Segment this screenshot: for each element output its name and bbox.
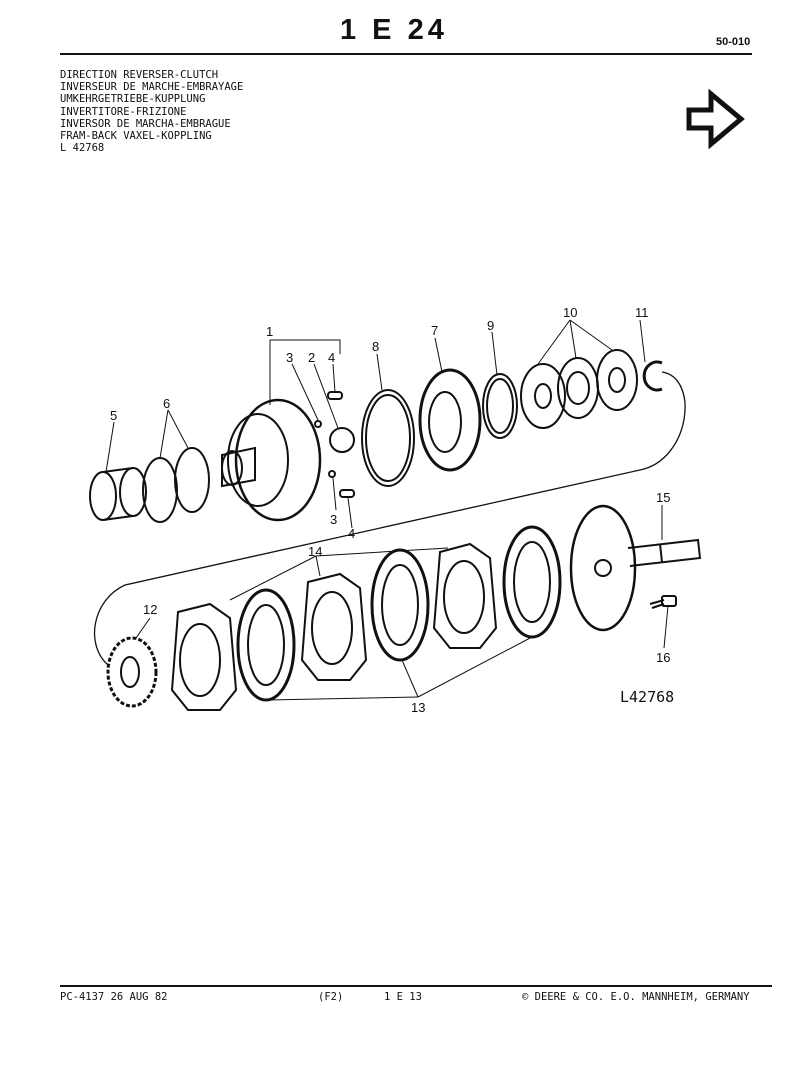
next-page-arrow-icon[interactable] <box>685 88 745 150</box>
callout-9: 9 <box>487 318 494 333</box>
part-washer <box>520 363 566 429</box>
callout-8: 8 <box>372 339 379 354</box>
title-swedish: FRAM-BACK VAXEL-KOPPLING <box>60 130 212 143</box>
title-spanish: INVERSOR DE MARCHA-EMBRAGUE <box>60 117 231 130</box>
callout-5: 5 <box>110 408 117 423</box>
part-washer <box>596 349 638 411</box>
callout-11: 11 <box>635 305 649 320</box>
footer-rule <box>60 985 772 987</box>
callout-15: 15 <box>656 490 670 505</box>
callout-2: 2 <box>308 350 315 365</box>
part-drive-shaft <box>569 504 702 632</box>
footer-code: (F2) <box>318 991 344 1003</box>
reference-code: 50-010 <box>716 36 751 48</box>
part-seal-ring-small <box>482 373 518 439</box>
part-gear <box>106 636 158 708</box>
part-piston-ring <box>361 389 415 487</box>
part-sleeve <box>89 467 147 521</box>
page-number: 1 E 24 <box>340 14 448 46</box>
title-block: DIRECTION REVERSER-CLUTCH INVERSEUR DE M… <box>60 69 243 154</box>
part-separator-plate <box>300 572 368 681</box>
part-snap-ring <box>642 360 663 392</box>
callout-3: 3 <box>286 350 293 365</box>
part-bolt <box>649 595 677 609</box>
assembly-path-line <box>93 371 686 666</box>
callout-12: 12 <box>143 602 157 617</box>
callout-10: 10 <box>563 305 577 320</box>
callout-16: 16 <box>656 650 670 665</box>
callout-1: 1 <box>266 324 273 339</box>
header-rule <box>60 53 752 55</box>
part-friction-disc <box>370 548 430 662</box>
illustration-id: L42768 <box>620 688 674 706</box>
part-ball <box>328 470 336 478</box>
callout-7: 7 <box>431 323 438 338</box>
footer-page-ref: 1 E 13 <box>384 991 422 1003</box>
part-separator-plate <box>432 542 498 649</box>
part-bushing <box>329 427 355 453</box>
part-piston <box>418 368 482 472</box>
part-seal-ring <box>174 447 210 513</box>
part-friction-disc <box>236 588 296 702</box>
title-german: UMKEHRGETRIEBE-KUPPLUNG <box>60 93 206 106</box>
part-ball <box>314 420 322 428</box>
part-clutch-housing <box>221 398 322 522</box>
callout-14: 14 <box>308 544 322 559</box>
callout-13: 13 <box>411 700 425 715</box>
footer-copyright: © DEERE & CO. E.O. MANNHEIM, GERMANY <box>522 991 750 1003</box>
callout-6: 6 <box>163 396 170 411</box>
part-pin <box>327 391 343 400</box>
footer-publication: PC-4137 26 AUG 82 <box>60 991 168 1003</box>
callout-3-lower: 3 <box>330 512 337 527</box>
callout-4-lower: 4 <box>348 526 355 541</box>
title-italian: INVERTITORE-FRIZIONE <box>60 105 187 118</box>
part-pin <box>339 489 355 498</box>
part-friction-disc <box>502 525 562 639</box>
callout-4: 4 <box>328 350 335 365</box>
exploded-parts-diagram: 1 2 3 4 5 6 7 8 9 10 11 3 4 12 13 14 15 … <box>89 305 702 715</box>
title-english: DIRECTION REVERSER-CLUTCH <box>60 69 219 81</box>
part-seal-ring <box>142 457 178 523</box>
title-illustration-number: L 42768 <box>60 142 105 155</box>
title-french: INVERSEUR DE MARCHE-EMBRAYAGE <box>60 81 244 94</box>
part-separator-plate <box>170 602 238 711</box>
